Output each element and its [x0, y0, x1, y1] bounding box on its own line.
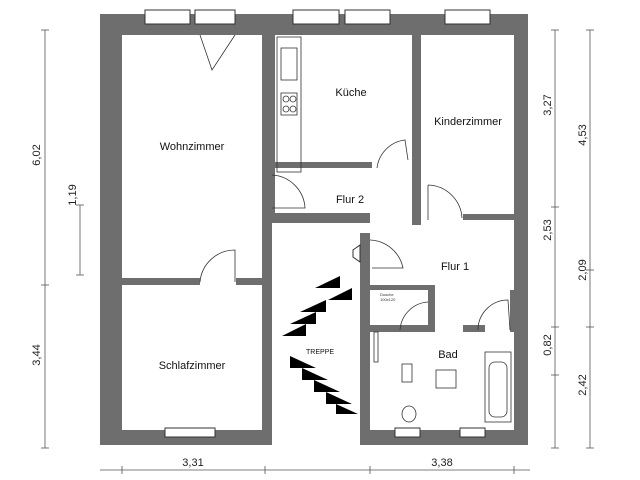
room-label-wohnzimmer: Wohnzimmer: [160, 141, 225, 153]
shower-label: Dusche: [380, 292, 394, 297]
room-label-flur1: Flur 1: [441, 261, 469, 273]
dim-left-inner: 1,19: [67, 184, 79, 205]
dim-right-outer-2: 2,09: [577, 259, 589, 280]
room-label-kinderzimmer: Kinderzimmer: [434, 116, 502, 128]
doors: [199, 34, 511, 331]
dim-bottom-left: 3,31: [182, 457, 203, 469]
kitchen-fixtures: [276, 36, 302, 173]
dim-right-inner-1: 3,27: [542, 94, 554, 115]
stairs: [282, 276, 358, 414]
dim-left-total: 6,02: [31, 144, 43, 165]
bath-fixtures: [373, 331, 512, 423]
room-label-flur2: Flur 2: [336, 194, 364, 206]
dim-left-lower: 3,44: [31, 344, 43, 365]
shower-size-label: 100x120: [380, 297, 396, 302]
room-label-kueche: Küche: [335, 87, 366, 99]
room-label-bad: Bad: [438, 349, 458, 361]
dimension-lines: [41, 29, 594, 474]
room-label-schlafzimmer: Schlafzimmer: [159, 360, 226, 372]
dim-right-outer-1: 4,53: [577, 124, 589, 145]
dim-right-inner-3: 0,82: [542, 334, 554, 355]
dim-bottom-right: 3,38: [431, 457, 452, 469]
dim-right-inner-2: 2,53: [542, 219, 554, 240]
room-label-treppe: TREPPE: [306, 349, 334, 356]
windows: [144, 9, 491, 438]
dim-right-outer-3: 2,42: [577, 374, 589, 395]
